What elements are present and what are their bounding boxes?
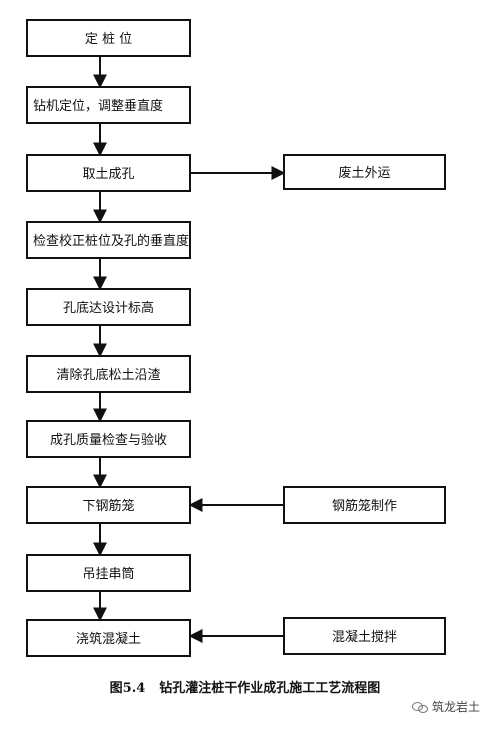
flow-node-n10: 浇筑混凝土 (26, 619, 191, 657)
flow-node-box (26, 420, 191, 458)
flow-node-n4: 检查校正桩位及孔的垂直度 (26, 221, 191, 259)
flow-node-label: 下钢筋笼 (82, 498, 134, 514)
flow-node-box (26, 355, 191, 393)
flow-node-label: 定 桩 位 (85, 32, 132, 47)
flow-node-n6: 清除孔底松土沿渣 (26, 355, 191, 393)
flow-node-box (26, 486, 191, 524)
flow-node-n8: 下钢筋笼 (26, 486, 191, 524)
flow-node-s2: 钢筋笼制作 (283, 486, 446, 524)
flow-node-label: 钢筋笼制作 (332, 498, 397, 514)
flow-node-label: 检查校正桩位及孔的垂直度 (33, 233, 189, 249)
flow-node-n9: 吊挂串筒 (26, 554, 191, 592)
flow-node-label: 浇筑混凝土 (76, 631, 141, 647)
flow-node-label: 钻机定位，调整垂直度 (33, 98, 163, 114)
flow-node-box (26, 86, 191, 124)
flow-node-box (26, 221, 191, 259)
figure-caption: 图5.4 钻孔灌注桩干作业成孔施工工艺流程图 (0, 677, 490, 696)
edges-layer (93, 56, 286, 643)
flow-node-s1: 废土外运 (283, 154, 446, 190)
flow-node-n5: 孔底达设计标高 (26, 288, 191, 326)
flow-node-box (283, 486, 446, 524)
nodes-layer: 定 桩 位钻机定位，调整垂直度取土成孔检查校正桩位及孔的垂直度孔底达设计标高清除… (26, 19, 446, 657)
flow-node-label: 孔底达设计标高 (63, 300, 154, 316)
flow-node-box (26, 554, 191, 592)
flow-node-box (26, 619, 191, 657)
flow-node-box (283, 154, 446, 190)
chat-bubbles-icon (411, 701, 428, 713)
flow-node-label: 取土成孔 (82, 167, 134, 182)
flow-node-n1: 定 桩 位 (26, 19, 191, 57)
figure-number: 图5.4 (109, 681, 146, 696)
flow-node-n7: 成孔质量检查与验收 (26, 420, 191, 458)
flow-node-label: 废土外运 (338, 165, 390, 181)
flow-node-n3: 取土成孔 (26, 154, 191, 192)
flow-node-box (26, 154, 191, 192)
figure-title: 钻孔灌注桩干作业成孔施工工艺流程图 (159, 681, 381, 696)
flow-node-label: 成孔质量检查与验收 (50, 432, 167, 448)
flow-node-box (26, 288, 191, 326)
flow-node-label: 清除孔底松土沿渣 (56, 367, 160, 383)
watermark-text: 筑龙岩土 (431, 700, 480, 714)
flowchart: 定 桩 位钻机定位，调整垂直度取土成孔检查校正桩位及孔的垂直度孔底达设计标高清除… (26, 19, 446, 657)
flow-node-label: 混凝土搅拌 (332, 629, 397, 645)
watermark: 筑龙岩土 (411, 698, 480, 715)
flow-node-box (26, 19, 191, 57)
flow-node-s3: 混凝土搅拌 (283, 617, 446, 655)
flow-node-n2: 钻机定位，调整垂直度 (26, 86, 191, 124)
flow-node-box (283, 617, 446, 655)
flow-node-label: 吊挂串筒 (82, 566, 134, 582)
